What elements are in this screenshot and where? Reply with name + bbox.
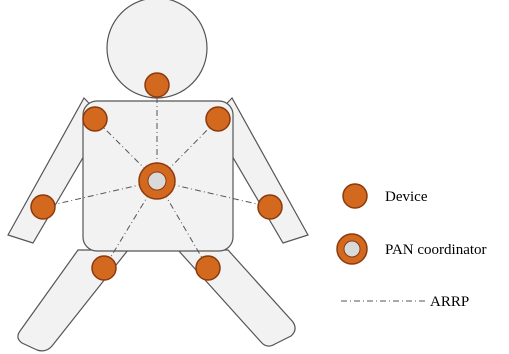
device-right-hand <box>257 194 283 220</box>
legend-coordinator: PAN coordinator <box>336 233 487 265</box>
pan-coordinator-icon-center <box>343 240 361 258</box>
arrp-link-right-hand <box>156 180 271 208</box>
device-right-knee <box>195 255 221 281</box>
pan-coordinator-center <box>147 171 167 191</box>
legend-device-label: Device <box>385 189 428 205</box>
device-left-knee <box>91 255 117 281</box>
right-leg <box>176 249 296 347</box>
device-left-hand <box>30 194 56 220</box>
legend-coordinator-label: PAN coordinator <box>385 242 487 258</box>
legend-link-label: ARRP <box>430 294 469 310</box>
device-right-shoulder <box>205 106 231 132</box>
devices <box>30 72 283 281</box>
device-icon <box>342 183 368 209</box>
legend-device: Device <box>342 183 428 209</box>
pan-coordinator <box>138 162 176 200</box>
legend: Device PAN coordinator ARRP <box>336 183 487 310</box>
device-left-shoulder <box>82 106 108 132</box>
legend-link: ARRP <box>341 294 469 310</box>
human-figure <box>7 0 309 352</box>
device-head <box>144 72 170 98</box>
